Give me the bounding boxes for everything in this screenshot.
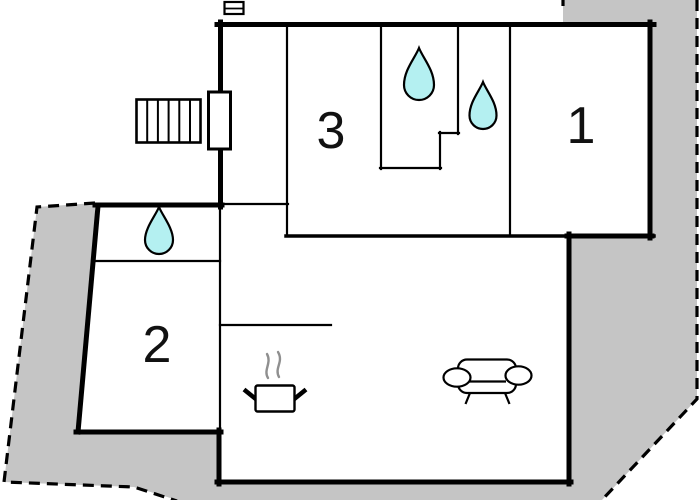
room-2-label: 2: [143, 316, 172, 374]
room-1-label: 1: [567, 97, 596, 155]
building-main-floor: [219, 22, 652, 483]
plot-boundary-left-dashed: [2, 201, 178, 500]
room-3-label: 3: [317, 102, 346, 160]
cooking-pot-icon: [242, 350, 308, 413]
interior-walls: [90, 22, 656, 433]
water-drop-icon: [468, 79, 498, 131]
exterior-walls: [73, 19, 657, 487]
water-drop-icon: [402, 45, 436, 102]
door-icon: [207, 90, 232, 151]
sofa-icon: [442, 358, 533, 405]
plot-boundary-right-dashed: [599, 0, 699, 500]
water-drop-icon: [143, 204, 175, 256]
chimney-icon: [223, 0, 245, 16]
stairs-icon: [135, 98, 202, 144]
